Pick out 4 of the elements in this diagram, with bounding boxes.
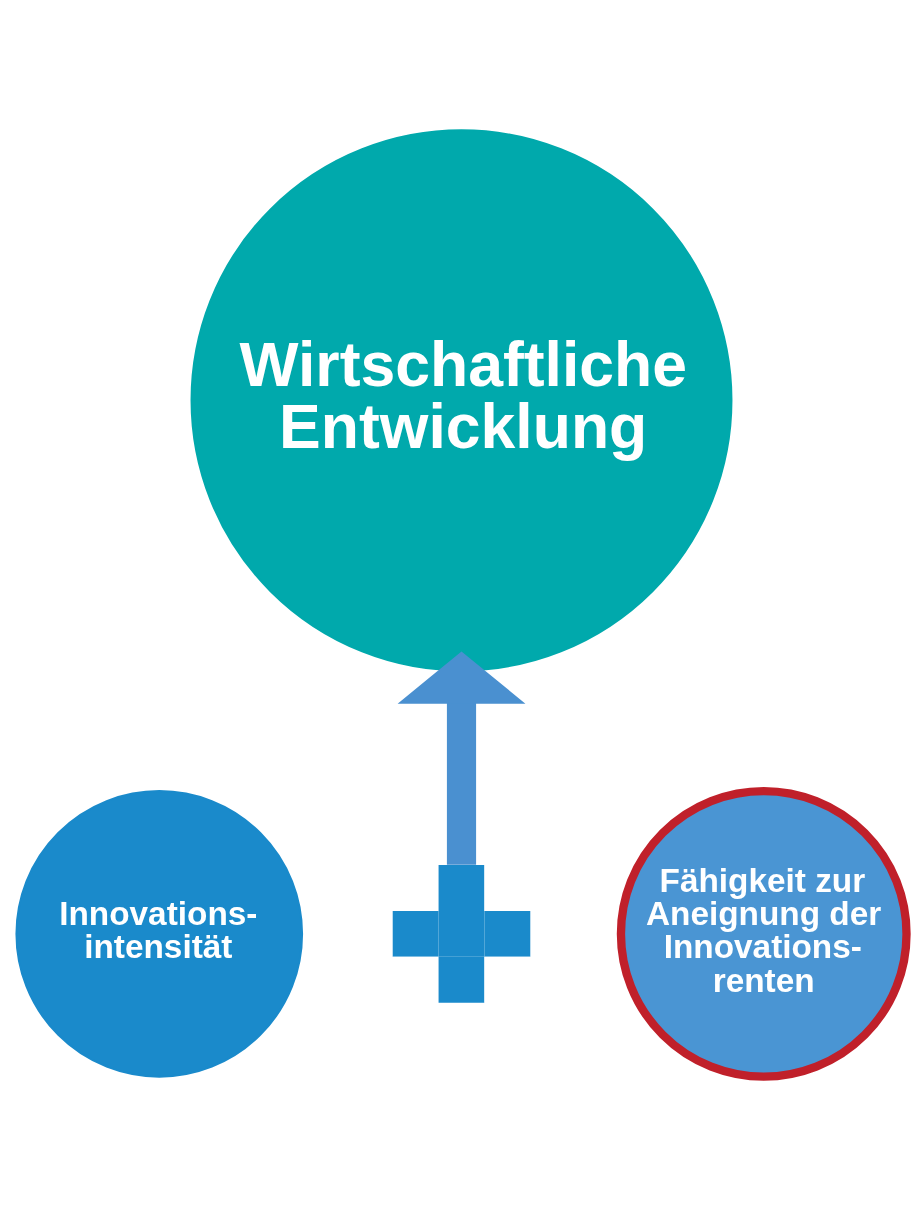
- node-circle: Wirtschaftliche Entwicklung: [190, 129, 733, 672]
- node-circle: Fähigkeit zur Aneignung der Innovations- renten: [616, 786, 911, 1081]
- node-circle: Innovations- intensität: [15, 790, 304, 1078]
- arrow: [397, 651, 526, 865]
